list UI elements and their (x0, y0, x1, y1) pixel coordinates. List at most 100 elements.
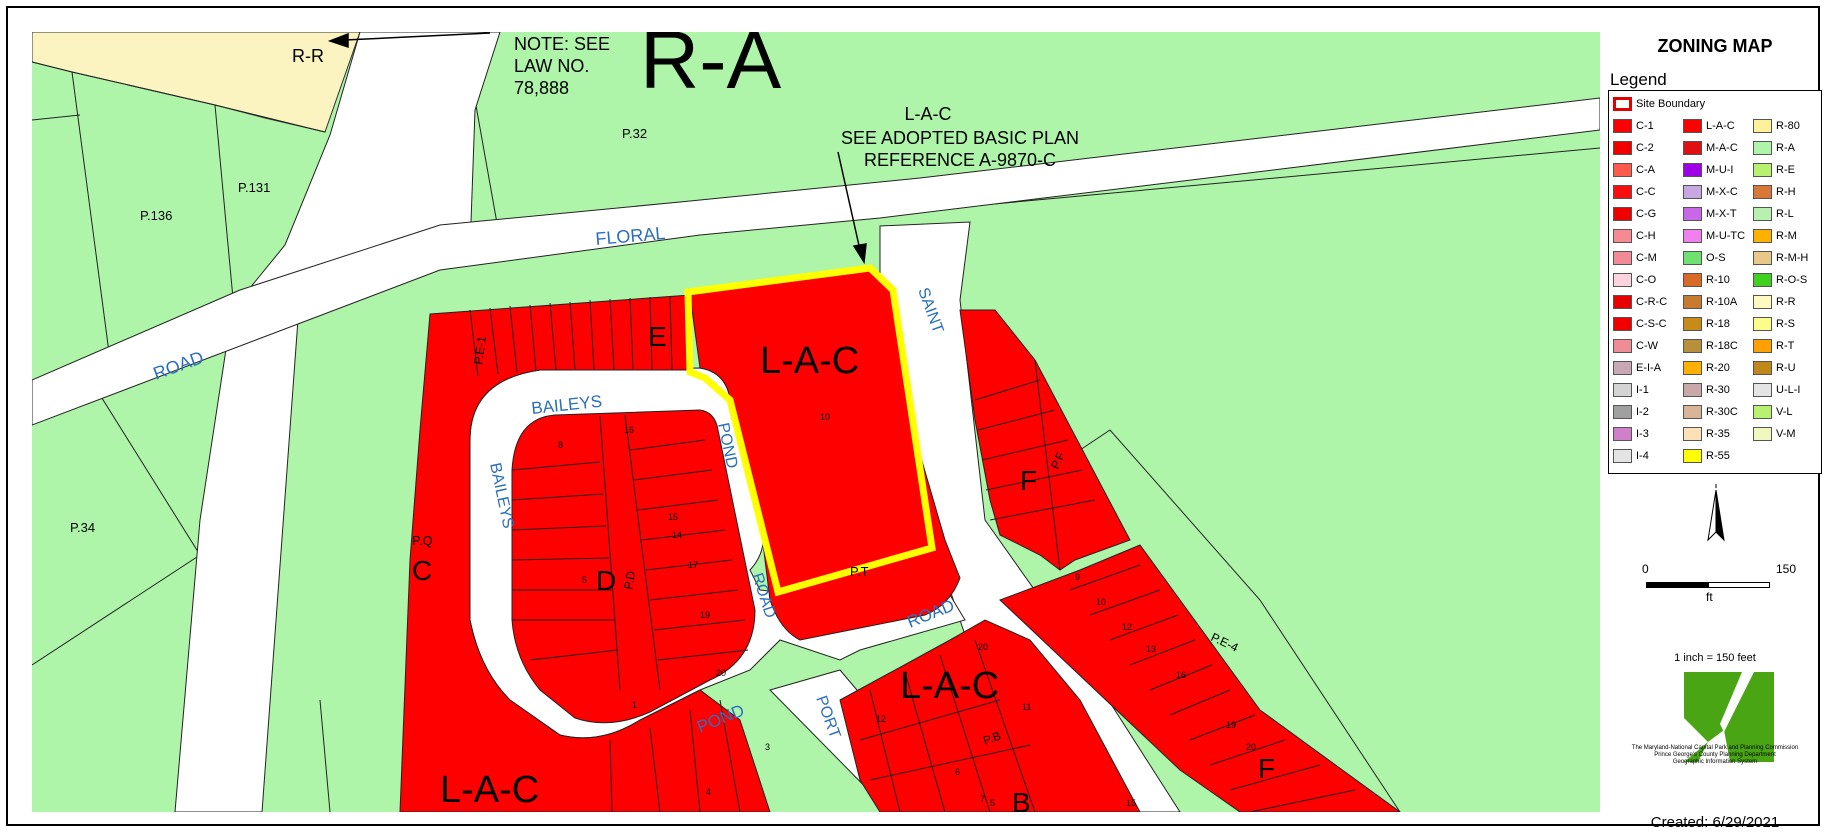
legend-label: R-M (1776, 230, 1797, 242)
legend-label: I-3 (1636, 428, 1649, 440)
legend-item: R-18C (1683, 335, 1738, 357)
legend-swatch (1683, 449, 1702, 463)
note-line-2: LAW NO. (514, 56, 589, 76)
legend-swatch (1613, 207, 1632, 221)
scale-unit: ft (1706, 590, 1713, 604)
lot-4: 4 (706, 787, 711, 797)
legend-swatch (1613, 163, 1632, 177)
block-b: B (1012, 787, 1031, 812)
lot-5b: 5 (990, 798, 995, 808)
legend-label: E-I-A (1636, 362, 1662, 374)
legend-item: C-A (1613, 159, 1655, 181)
legend-label: C-O (1636, 274, 1657, 286)
legend-swatch (1613, 273, 1632, 287)
legend-swatch (1613, 405, 1632, 419)
legend-label: R-S (1776, 318, 1795, 330)
parcel-pf: P.F (1048, 450, 1068, 471)
zone-label-lac-right: L-A-C (900, 665, 999, 707)
lot-17: 17 (688, 560, 698, 570)
legend-label: R-55 (1706, 450, 1730, 462)
legend-swatch (1613, 383, 1632, 397)
legend-label: C-H (1636, 230, 1656, 242)
legend-item: R-U (1753, 357, 1796, 379)
legend-swatch (1613, 449, 1632, 463)
block-f: F (1020, 465, 1037, 496)
legend-item: R-H (1753, 181, 1796, 203)
zoning-map[interactable]: R-A R-R NOTE: SEE LAW NO. 78,888 L-A-C S… (32, 32, 1600, 812)
legend-item: R-O-S (1753, 269, 1807, 291)
org-line-2: Prince George's County Planning Departme… (1654, 752, 1776, 758)
north-arrow-icon (1707, 484, 1725, 542)
legend-label: R-R (1776, 296, 1796, 308)
legend-swatch (1753, 273, 1772, 287)
legend-label: R-L (1776, 208, 1794, 220)
legend-item: M-X-T (1683, 203, 1737, 225)
lot-16b: 16 (1176, 670, 1186, 680)
legend-item: R-20 (1683, 357, 1730, 379)
legend-swatch (1753, 405, 1772, 419)
legend-item: R-M-H (1753, 247, 1808, 269)
legend-swatch (1753, 163, 1772, 177)
legend-swatch (1753, 229, 1772, 243)
adopted-plan-line-1: SEE ADOPTED BASIC PLAN (841, 128, 1079, 148)
legend-label: I-1 (1636, 384, 1649, 396)
parcel-pe1: P.E-1 (471, 335, 489, 365)
legend-swatch (1753, 427, 1772, 441)
lot-14: 14 (672, 530, 682, 540)
lot-11: 11 (1022, 702, 1031, 712)
legend-swatch (1753, 317, 1772, 331)
legend-item: V-M (1753, 423, 1796, 445)
block-d: D (596, 565, 616, 596)
lot-1: 1 (632, 700, 637, 710)
legend-item: C-H (1613, 225, 1656, 247)
legend-label: C-1 (1636, 120, 1654, 132)
legend-swatch (1753, 361, 1772, 375)
parcel-pd: P.D (621, 570, 638, 591)
legend-swatch (1753, 185, 1772, 199)
block-f2: F (1258, 753, 1275, 784)
legend-label: I-2 (1636, 406, 1649, 418)
lot-5: 5 (582, 575, 587, 585)
lot-20a: 20 (716, 668, 726, 678)
legend-label: C-G (1636, 208, 1657, 220)
created-date: Created: 6/29/2021 (1650, 814, 1780, 831)
legend-item: C-2 (1613, 137, 1654, 159)
scale-bar-track (1646, 582, 1770, 588)
legend-label: R-18C (1706, 340, 1738, 352)
site-boundary[interactable] (684, 264, 936, 597)
legend-swatch (1613, 251, 1632, 265)
legend-item: R-A (1753, 137, 1795, 159)
organization-credit: The Maryland-National Capital Park and P… (1604, 745, 1826, 766)
legend-label: V-M (1776, 428, 1796, 440)
legend-label: R-E (1776, 164, 1795, 176)
legend-label: I-4 (1636, 450, 1649, 462)
legend-swatch (1753, 251, 1772, 265)
org-line-1: The Maryland-National Capital Park and P… (1631, 745, 1799, 751)
legend-label: M-U-I (1706, 164, 1734, 176)
legend-label: C-R-C (1636, 296, 1668, 308)
legend-label: R-10 (1706, 274, 1730, 286)
legend-item: C-O (1613, 269, 1656, 291)
parcel-pt: P.T (850, 564, 869, 579)
scale-max: 150 (1776, 562, 1797, 576)
legend-label: U-L-I (1776, 384, 1801, 396)
zone-label-ra: R-A (640, 32, 782, 106)
legend-label: M-U-TC (1706, 230, 1746, 242)
legend-item: R-30C (1683, 401, 1738, 423)
legend-swatch (1613, 361, 1632, 375)
lot-6: 6 (955, 767, 960, 777)
legend-item: O-S (1683, 247, 1726, 269)
lot-15b: 15 (1126, 798, 1136, 808)
lot-12b: 12 (1122, 622, 1132, 632)
legend-item: C-S-C (1613, 313, 1667, 335)
block-e: E (648, 321, 667, 352)
parcel-pb: P.B (981, 729, 1003, 748)
legend-label: R-H (1776, 186, 1796, 198)
legend-item: L-A-C (1683, 115, 1735, 137)
legend-swatch (1683, 405, 1702, 419)
scale-ratio-text: 1 inch = 150 feet (1674, 652, 1756, 664)
lot-13: 13 (1146, 644, 1156, 654)
legend-swatch (1753, 141, 1772, 155)
legend-item: R-35 (1683, 423, 1730, 445)
